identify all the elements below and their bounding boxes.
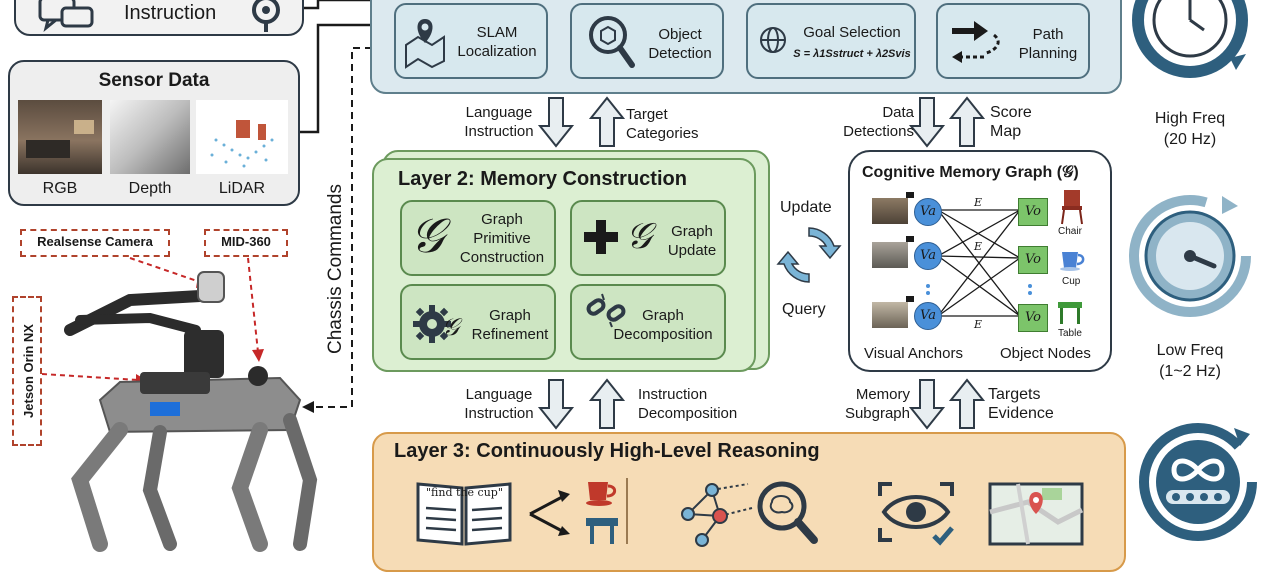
chair-icon <box>1061 190 1083 225</box>
mid360-label: MID-360 <box>204 229 288 257</box>
rgb-label: RGB <box>42 180 78 197</box>
edge-label: E <box>974 318 983 331</box>
path-planning-module: Path Planning <box>936 3 1090 79</box>
goal-selection-label: Goal Selection <box>803 24 901 41</box>
camera-icon <box>906 192 914 198</box>
object-node: Vo <box>1018 304 1048 332</box>
chair-label: Chair <box>1058 226 1082 237</box>
detection-label: Detection <box>648 45 712 62</box>
update-label: Update <box>780 199 832 216</box>
sensor-data-title: Sensor Data <box>98 70 210 91</box>
high-freq-clock-icon <box>1132 0 1248 78</box>
camera-icon <box>906 296 914 302</box>
rgb-image <box>18 100 102 174</box>
slam-label: SLAM <box>476 24 518 41</box>
low-freq-label: Low Freq(1~2 Hz) <box>1156 342 1224 380</box>
object-label: Object <box>658 26 702 43</box>
lidar-label: LiDAR <box>218 180 266 197</box>
memory-graph-edges <box>926 209 1032 317</box>
anchor-thumb-1 <box>872 198 908 224</box>
branch-arrows-icon <box>529 490 570 536</box>
graph-g-tiny-icon: 𝒢 <box>442 313 460 341</box>
visual-anchor-node: Va <box>914 198 942 226</box>
anchor-thumb-3 <box>872 302 908 328</box>
layer3-title: Layer 3: Continuously High-Level Reasoni… <box>394 440 820 462</box>
memory-graph-title: Cognitive Memory Graph (𝒢) <box>862 164 1079 181</box>
jetson-label: Jetson Orin NX <box>12 296 42 446</box>
cup-label: Cup <box>1062 276 1081 287</box>
table-icon <box>1058 302 1082 324</box>
visual-anchor-node: Va <box>914 242 942 270</box>
goal-formula: S = λ1Sstruct + λ2Svis <box>793 48 911 60</box>
table-label: Table <box>1058 328 1082 339</box>
knowledge-graph-brain-icon <box>681 481 818 547</box>
graph-g-icon: 𝒢 <box>410 208 445 264</box>
visual-anchors-label: Visual Anchors <box>864 345 963 362</box>
edge-label: E <box>974 196 983 209</box>
object-node: Vo <box>1018 198 1048 226</box>
query-label: Query <box>782 301 826 318</box>
depth-label: Depth <box>128 180 172 197</box>
layer2-title: Layer 2: Memory Construction <box>398 168 687 190</box>
sensor-data-panel: Sensor Data RGB Depth LiDAR <box>8 60 300 206</box>
depth-image <box>110 100 190 174</box>
divider-line <box>626 478 628 544</box>
camera-icon <box>906 236 914 242</box>
visual-anchor-node: Va <box>914 302 942 330</box>
path-label: Path <box>1032 26 1064 43</box>
slam-localization-module: SLAM Localization <box>394 3 548 79</box>
high-freq-label: High Freq(20 Hz) <box>1154 110 1226 148</box>
object-detection-module: Object Detection <box>570 3 724 79</box>
cup-icon <box>1060 252 1085 271</box>
lidar-image <box>196 100 288 174</box>
map-location-icon <box>988 482 1084 546</box>
continuous-infinity-icon <box>1139 423 1257 541</box>
object-node: Vo <box>1018 246 1048 274</box>
book-quote: "find the cup" <box>426 486 503 499</box>
eye-scan-icon <box>878 482 954 546</box>
localization-label: Localization <box>457 43 537 60</box>
cup-icon <box>586 482 617 506</box>
flow-arrows <box>537 96 986 430</box>
planning-label: Planning <box>1018 45 1078 62</box>
anchor-thumb-2 <box>872 242 908 268</box>
graph-g-small-icon: 𝒢 <box>626 216 652 257</box>
instruction-label: Instruction <box>124 2 217 24</box>
low-freq-gauge-icon <box>1129 195 1251 317</box>
edge-label: E <box>974 240 983 253</box>
table-icon <box>586 518 618 544</box>
sync-arrows-icon <box>776 227 842 283</box>
goal-selection-module: Goal Selection S = λ1Sstruct + λ2Svis <box>746 3 916 79</box>
realsense-camera-label: Realsense Camera <box>20 229 170 257</box>
robot-dog <box>41 257 318 552</box>
object-nodes-label: Object Nodes <box>1000 345 1091 362</box>
instruction-box: Instruction <box>14 0 304 36</box>
